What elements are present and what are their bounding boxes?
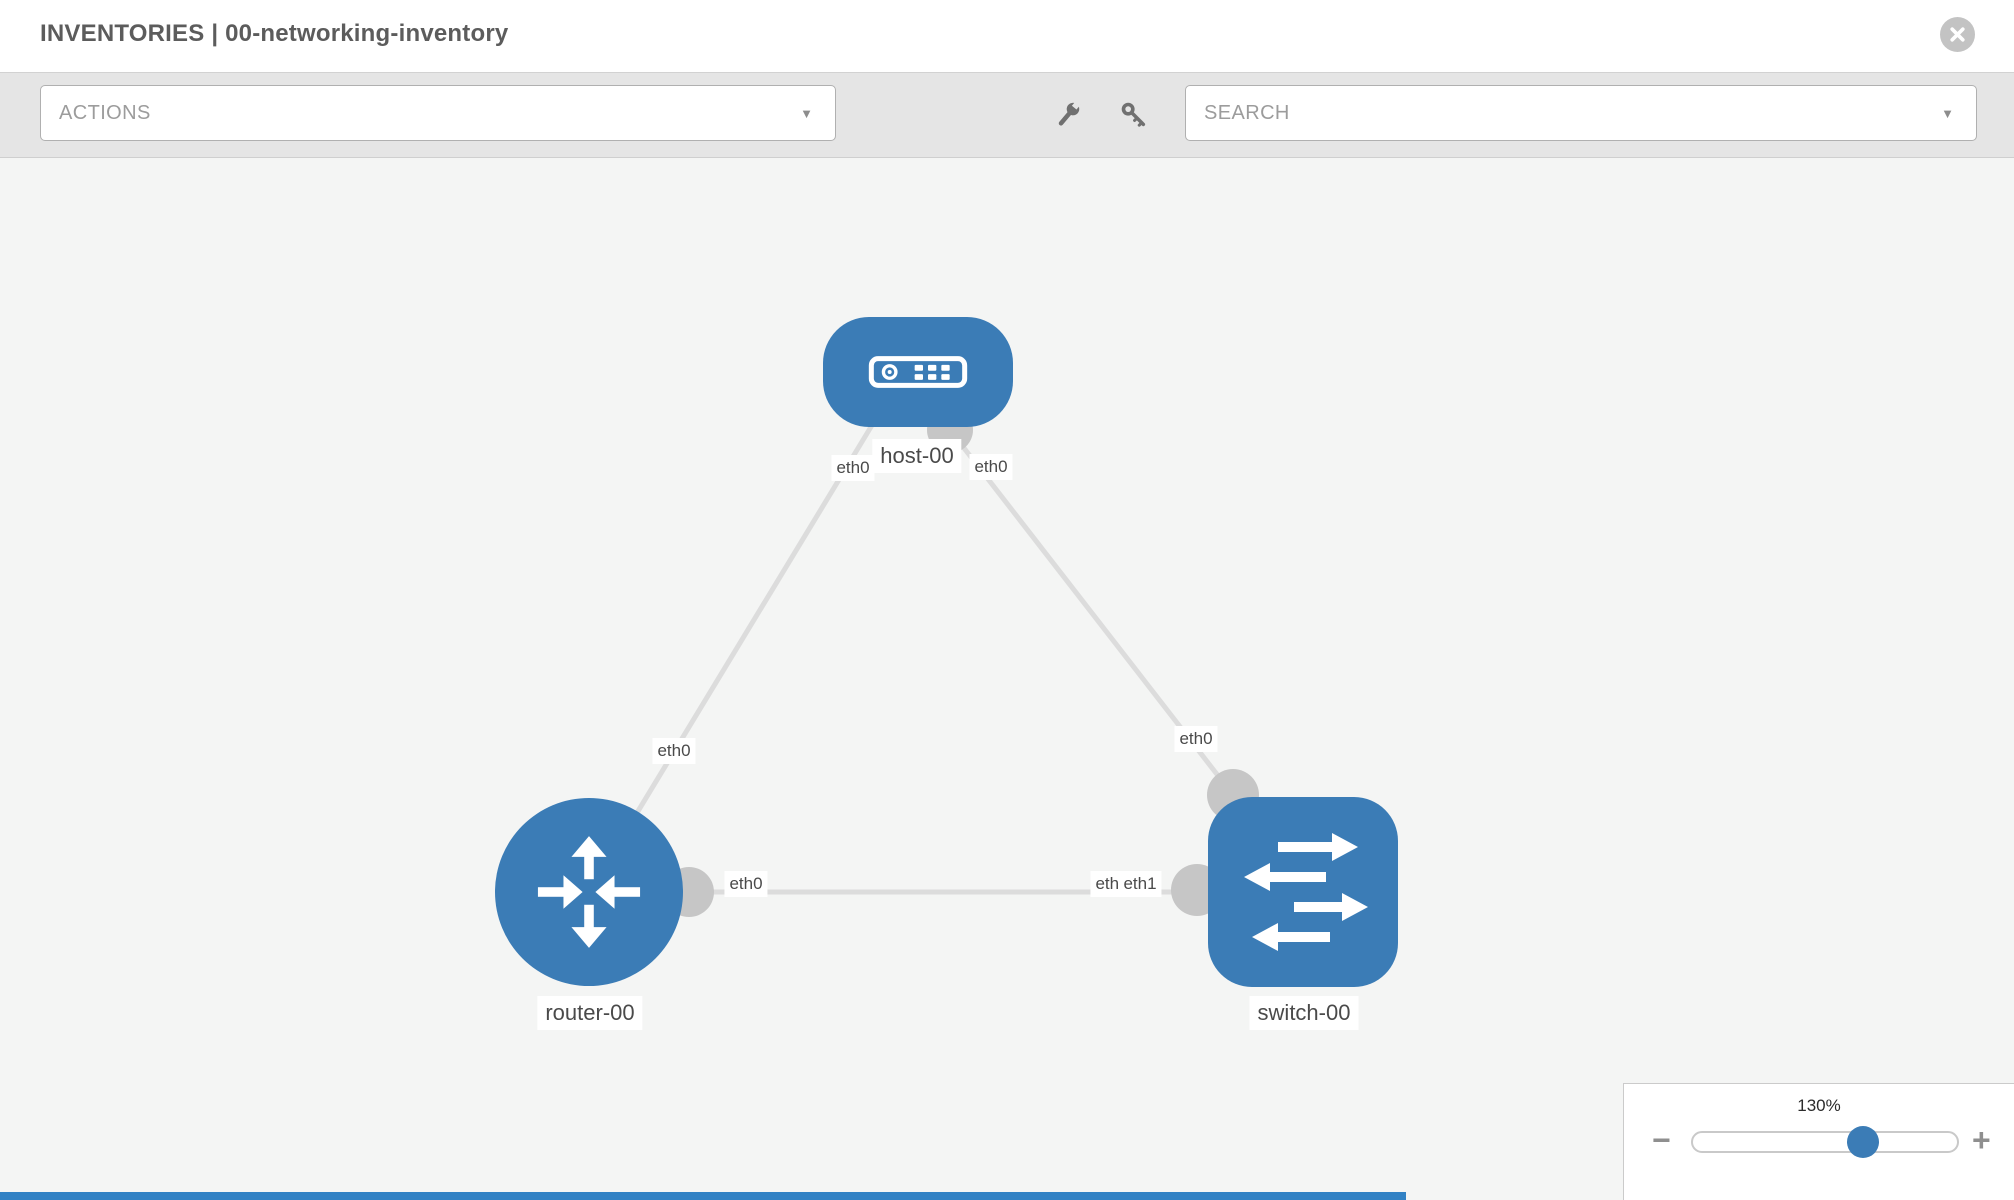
wrench-icon[interactable] — [1052, 99, 1084, 131]
key-icon[interactable] — [1118, 99, 1150, 131]
iface-label-host-eth0-right: eth0 — [969, 454, 1013, 480]
router-icon — [537, 836, 641, 948]
actions-dropdown[interactable]: ACTIONS ▼ — [40, 85, 836, 141]
chevron-down-icon: ▼ — [800, 105, 813, 121]
zoom-percent-value: 130% — [1797, 1096, 1841, 1115]
zoom-control-panel: 130% − + — [1623, 1083, 2014, 1200]
node-label-host-00: host-00 — [872, 439, 962, 473]
iface-label-router-eth0-right: eth0 — [724, 871, 768, 897]
host-icon — [868, 356, 968, 388]
zoom-slider-track[interactable] — [1691, 1131, 1959, 1153]
topology-canvas[interactable] — [0, 158, 2014, 1200]
iface-label-switch-eth1-front: eth1 — [1118, 871, 1162, 897]
close-icon[interactable] — [1940, 17, 1975, 52]
search-dropdown-label: SEARCH — [1204, 101, 1290, 124]
node-router-00[interactable] — [495, 798, 683, 986]
header: INVENTORIES | 00-networking-inventory — [0, 0, 2014, 73]
toolbar: ACTIONS ▼ SEAR — [0, 73, 2014, 158]
iface-label-router-eth0-top: eth0 — [652, 738, 696, 764]
node-switch-00[interactable] — [1208, 797, 1398, 987]
page-title: INVENTORIES | 00-networking-inventory — [40, 20, 509, 47]
switch-icon — [1244, 833, 1368, 951]
iface-label-switch-eth0-top: eth0 — [1174, 726, 1218, 752]
search-dropdown[interactable]: SEARCH ▼ — [1185, 85, 1977, 141]
chevron-down-icon: ▼ — [1941, 105, 1954, 121]
iface-label-host-eth0-left: eth0 — [831, 455, 875, 481]
bottom-panel-edge — [0, 1192, 1406, 1200]
zoom-in-button[interactable]: + — [1972, 1122, 1991, 1158]
node-label-switch-00: switch-00 — [1249, 996, 1359, 1030]
node-label-router-00: router-00 — [537, 996, 643, 1030]
zoom-slider-thumb[interactable] — [1847, 1126, 1879, 1158]
node-host-00[interactable] — [823, 317, 1013, 427]
zoom-out-button[interactable]: − — [1652, 1122, 1671, 1158]
actions-dropdown-label: ACTIONS — [59, 101, 151, 124]
